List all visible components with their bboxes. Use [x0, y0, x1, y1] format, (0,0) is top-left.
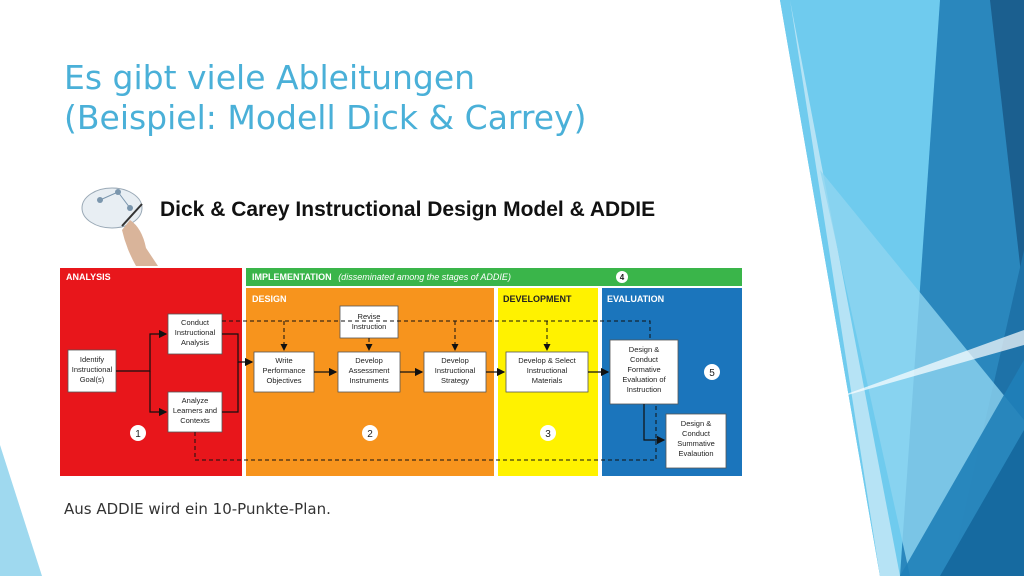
svg-text:Assessment: Assessment: [349, 366, 391, 375]
slide-title: Es gibt viele Ableitungen (Beispiel: Mod…: [64, 58, 744, 138]
feedback-lines: [194, 320, 657, 461]
svg-text:Instruction: Instruction: [627, 385, 662, 394]
svg-text:Analysis: Analysis: [181, 338, 209, 347]
svg-text:Develop: Develop: [441, 356, 469, 365]
implementation-number: 4: [620, 273, 625, 282]
svg-text:Instruction: Instruction: [352, 322, 387, 331]
svg-text:Formative: Formative: [627, 365, 660, 374]
svg-text:Conduct: Conduct: [682, 429, 711, 438]
svg-text:Analyze: Analyze: [182, 396, 209, 405]
svg-text:Conduct: Conduct: [630, 355, 659, 364]
box-write-objectives: Write Performance Objectives: [253, 351, 315, 393]
box-assessment-instruments: Develop Assessment Instruments: [337, 351, 401, 393]
svg-text:Instructional: Instructional: [72, 365, 113, 374]
implementation-bar: [246, 268, 742, 286]
evaluation-number: 5: [709, 368, 715, 379]
svg-text:Instructional: Instructional: [527, 366, 568, 375]
svg-text:Goal(s): Goal(s): [80, 375, 105, 384]
title-line-2: (Beispiel: Modell Dick & Carrey): [64, 98, 587, 137]
svg-text:Summative: Summative: [677, 439, 715, 448]
hand-sketch-logo: [81, 187, 158, 266]
development-label: DEVELOPMENT: [503, 294, 572, 304]
svg-text:Materials: Materials: [532, 376, 563, 385]
design-number: 2: [367, 429, 373, 440]
addie-diagram: Dick & Carey Instructional Design Model …: [60, 187, 742, 476]
svg-text:Evalaution: Evalaution: [678, 449, 713, 458]
box-instructional-strategy: Develop Instructional Strategy: [423, 351, 487, 393]
svg-text:Instructional: Instructional: [175, 328, 216, 337]
svg-text:Develop: Develop: [355, 356, 383, 365]
design-label: DESIGN: [252, 294, 287, 304]
box-conduct-analysis: Conduct Instructional Analysis: [167, 313, 223, 355]
svg-text:Evaluation of: Evaluation of: [622, 375, 666, 384]
box-instructional-materials: Develop & Select Instructional Materials: [505, 351, 589, 393]
development-number: 3: [545, 429, 551, 440]
svg-text:Design &: Design &: [629, 345, 659, 354]
box-formative-evaluation: Design & Conduct Formative Evaluation of…: [609, 339, 679, 405]
svg-text:Identify: Identify: [80, 355, 104, 364]
svg-text:Conduct: Conduct: [181, 318, 210, 327]
box-revise-instruction: Revise Instruction: [339, 305, 399, 339]
flow-arrows: [116, 329, 666, 445]
analysis-number: 1: [135, 429, 141, 440]
implementation-label: IMPLEMENTATION (disseminated among the s…: [252, 272, 511, 282]
svg-text:Objectives: Objectives: [266, 376, 301, 385]
diagram-heading: Dick & Carey Instructional Design Model …: [160, 198, 655, 221]
svg-text:Learners and: Learners and: [173, 406, 217, 415]
svg-text:Develop & Select: Develop & Select: [518, 356, 576, 365]
title-line-1: Es gibt viele Ableitungen: [64, 58, 476, 97]
svg-text:Design &: Design &: [681, 419, 711, 428]
box-summative-evaluation: Design & Conduct Summative Evalaution: [665, 413, 727, 469]
box-identify-goals: Identify Instructional Goal(s): [67, 349, 117, 393]
slide-caption: Aus ADDIE wird ein 10-Punkte-Plan.: [64, 500, 331, 518]
box-analyze-learners: Analyze Learners and Contexts: [167, 391, 223, 433]
svg-text:Contexts: Contexts: [180, 416, 210, 425]
svg-text:Performance: Performance: [263, 366, 306, 375]
analysis-label: ANALYSIS: [66, 272, 111, 282]
svg-text:Write: Write: [275, 356, 292, 365]
svg-text:Instructional: Instructional: [435, 366, 476, 375]
svg-text:Strategy: Strategy: [441, 376, 469, 385]
svg-text:Revise: Revise: [358, 312, 381, 321]
evaluation-label: EVALUATION: [607, 294, 664, 304]
svg-text:Instruments: Instruments: [349, 376, 388, 385]
